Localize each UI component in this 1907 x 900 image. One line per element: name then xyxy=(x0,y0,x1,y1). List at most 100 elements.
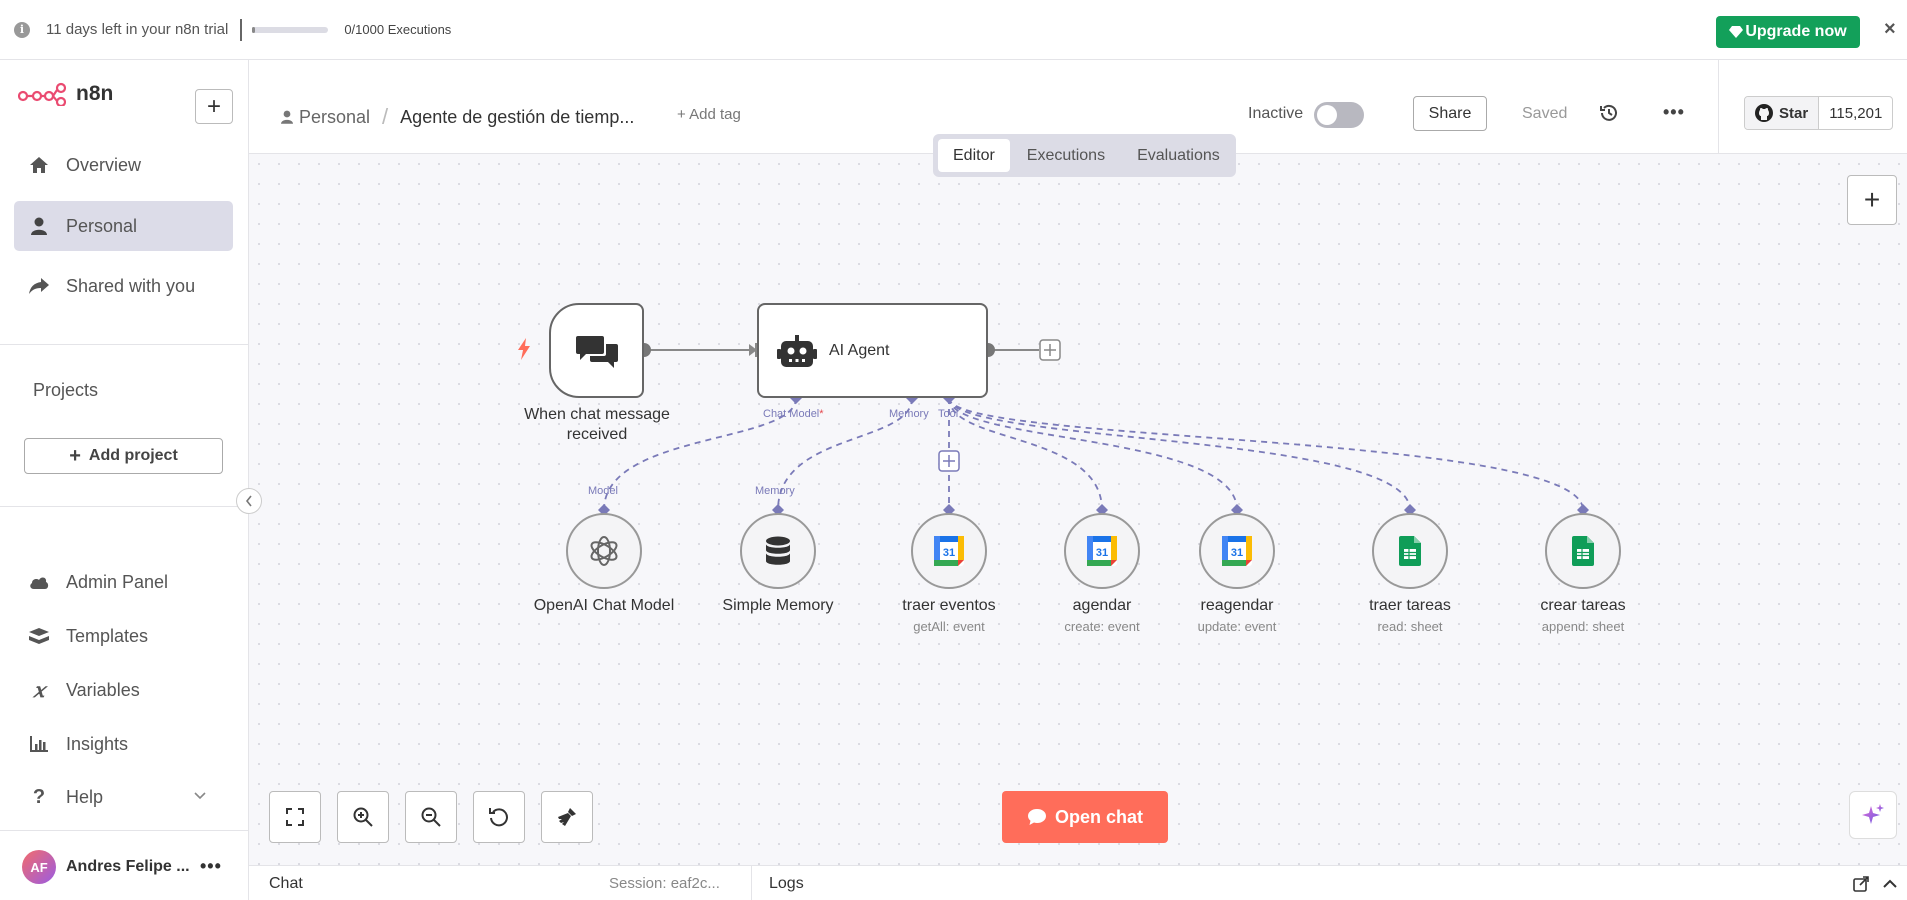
breadcrumb-project[interactable]: Personal xyxy=(299,106,371,127)
agent-label: AI Agent xyxy=(829,342,890,359)
saved-status: Saved xyxy=(1522,105,1568,122)
activate-toggle[interactable] xyxy=(1314,102,1364,128)
collapse-sidebar-button[interactable] xyxy=(236,488,262,514)
github-star: Star xyxy=(1745,97,1820,129)
nav-label: Variables xyxy=(66,679,140,700)
header-divider xyxy=(1718,60,1719,154)
nav-variables[interactable]: 𝑥 Variables xyxy=(14,665,233,715)
workflow-canvas[interactable]: When chat message received AI Agent Chat… xyxy=(249,154,1907,865)
nav-templates[interactable]: Templates xyxy=(14,611,233,661)
avatar: AF xyxy=(22,850,56,884)
chevron-up-icon[interactable] xyxy=(1883,879,1897,889)
plus-icon: + xyxy=(69,444,81,467)
traer-tareas-node[interactable] xyxy=(1372,513,1448,589)
nav-insights[interactable]: Insights xyxy=(14,719,233,769)
user-menu-more-icon[interactable]: ••• xyxy=(200,856,222,876)
nav-label: Shared with you xyxy=(66,275,196,296)
help-icon: ? xyxy=(32,785,46,808)
sparkle-icon xyxy=(1862,804,1884,824)
chatbar-divider xyxy=(751,866,752,900)
openai-icon xyxy=(590,536,618,566)
nav-help[interactable]: ? Help xyxy=(14,772,233,822)
chart-icon xyxy=(28,736,50,752)
tool-connection xyxy=(948,397,1103,511)
reset-zoom-button[interactable] xyxy=(473,791,525,843)
google-sheets-icon xyxy=(1572,536,1594,566)
open-chat-button[interactable]: Open chat xyxy=(1002,791,1168,843)
trial-banner: i 11 days left in your n8n trial 0/1000 … xyxy=(0,0,1907,60)
user-profile[interactable]: AF Andres Felipe ... xyxy=(22,850,190,884)
tool-connection xyxy=(948,397,1411,511)
add-tag-link[interactable]: + Add tag xyxy=(677,106,741,123)
chat-trigger-node[interactable] xyxy=(549,303,644,398)
templates-icon xyxy=(28,628,50,644)
github-star-label: Star xyxy=(1779,104,1809,122)
traer-eventos-sub: getAll: event xyxy=(913,619,985,634)
agendar-sub: create: event xyxy=(1064,619,1140,634)
traer-eventos-node[interactable]: 31 xyxy=(911,513,987,589)
simple-memory-node[interactable] xyxy=(740,513,816,589)
nav-personal[interactable]: Personal xyxy=(14,201,233,251)
logs-tab[interactable]: Logs xyxy=(769,875,804,892)
fit-view-icon xyxy=(286,808,304,826)
tab-executions[interactable]: Executions xyxy=(1026,146,1106,164)
add-tool-icon[interactable] xyxy=(938,450,960,472)
google-sheets-icon xyxy=(1399,536,1421,566)
reagendar-node[interactable]: 31 xyxy=(1199,513,1275,589)
create-new-button[interactable]: + xyxy=(195,89,233,124)
plus-icon: + xyxy=(206,92,221,120)
home-icon xyxy=(28,156,50,174)
calendar-day: 31 xyxy=(1231,547,1243,559)
n8n-logo[interactable]: n8n xyxy=(18,82,113,106)
nav-label: Insights xyxy=(66,733,129,754)
add-node-button[interactable]: + xyxy=(1847,175,1897,225)
connection-arrow-bar xyxy=(755,343,758,357)
add-project-button[interactable]: + Add project xyxy=(24,438,223,474)
nav-shared-with-you[interactable]: Shared with you xyxy=(14,261,233,311)
nav-label: Overview xyxy=(66,154,142,175)
nav-label: Admin Panel xyxy=(66,571,169,592)
agendar-node[interactable]: 31 xyxy=(1064,513,1140,589)
openai-chat-model-node[interactable] xyxy=(566,513,642,589)
share-button[interactable]: Share xyxy=(1413,96,1487,131)
status-label: Inactive xyxy=(1248,105,1304,122)
tab-editor[interactable]: Editor xyxy=(938,139,1010,172)
history-icon[interactable] xyxy=(1600,104,1618,122)
crear-tareas-label: crear tareas xyxy=(1540,597,1626,614)
chat-icon xyxy=(1027,809,1046,825)
nav-label: Templates xyxy=(66,625,149,646)
google-calendar-icon: 31 xyxy=(1087,536,1117,566)
cloud-icon xyxy=(28,575,50,589)
zoom-in-button[interactable] xyxy=(337,791,389,843)
trigger-bolt-icon xyxy=(518,338,530,360)
zoom-in-icon xyxy=(353,807,373,827)
executions-text: 0/1000 Executions xyxy=(344,22,452,37)
traer-eventos-label: traer eventos xyxy=(902,597,996,614)
logo-text: n8n xyxy=(76,82,114,105)
memory-connection xyxy=(777,397,913,511)
close-banner-icon[interactable]: × xyxy=(1884,18,1896,40)
projects-label: Projects xyxy=(33,380,99,400)
nav-overview[interactable]: Overview xyxy=(14,140,233,190)
tidy-up-button[interactable] xyxy=(541,791,593,843)
crear-tareas-node[interactable] xyxy=(1545,513,1621,589)
nav-admin-panel[interactable]: Admin Panel xyxy=(14,557,233,607)
workflow-name[interactable]: Agente de gestión de tiemp... xyxy=(400,106,635,127)
ai-assistant-button[interactable] xyxy=(1849,791,1897,839)
crear-tareas-sub: append: sheet xyxy=(1541,619,1625,634)
gem-icon xyxy=(1729,26,1744,38)
fit-view-button[interactable] xyxy=(269,791,321,843)
chat-tab[interactable]: Chat xyxy=(269,875,303,892)
connection-arrow xyxy=(749,344,757,356)
ai-agent-node[interactable]: AI Agent xyxy=(757,303,988,398)
sidebar: n8n + Overview Personal Shared with you … xyxy=(0,60,249,900)
workflow-more-icon[interactable]: ••• xyxy=(1663,102,1685,122)
agendar-label: agendar xyxy=(1072,597,1132,614)
tab-evaluations[interactable]: Evaluations xyxy=(1137,146,1220,164)
add-next-node-icon[interactable] xyxy=(1039,339,1061,361)
pop-out-icon[interactable] xyxy=(1853,876,1869,892)
github-star-button[interactable]: Star 115,201 xyxy=(1744,96,1894,130)
chat-model-port-label: Chat Model* xyxy=(763,408,824,420)
upgrade-now-button[interactable]: Upgrade now xyxy=(1716,16,1860,48)
zoom-out-button[interactable] xyxy=(405,791,457,843)
